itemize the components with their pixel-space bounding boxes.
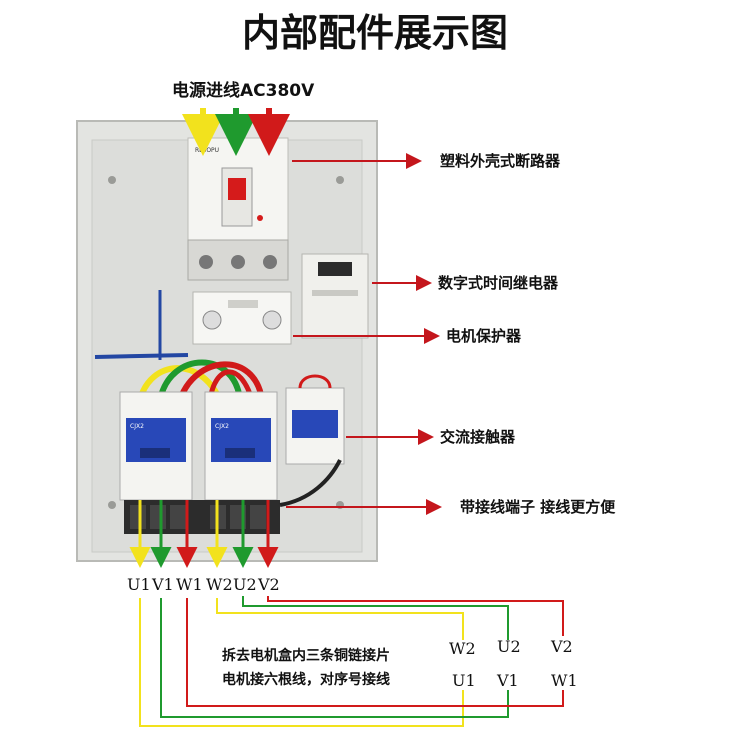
- terminal-label: V2: [257, 575, 280, 594]
- terminal-label: U2: [233, 575, 257, 594]
- cabinet: RLSOPU: [76, 120, 378, 562]
- motor-terminal-label: V2: [550, 637, 573, 656]
- terminal-label: W1: [176, 575, 203, 594]
- callout-breaker: 塑料外壳式断路器: [292, 152, 561, 170]
- callout-terminal: 带接线端子 接线更方便: [286, 498, 616, 516]
- power-input-label: 电源进线AC380V: [172, 80, 315, 101]
- terminal-label: U1: [127, 575, 151, 594]
- note-line-1: 拆去电机盒内三条铜链接片: [222, 647, 390, 664]
- terminal-labels: U1 V1 W1 W2 U2 V2: [127, 575, 280, 594]
- page-title: 内部配件展示图: [242, 11, 508, 55]
- motor-terminal-label: V1: [496, 671, 519, 690]
- callout-breaker-label: 塑料外壳式断路器: [440, 152, 561, 170]
- breaker-brand: RLSOPU: [195, 147, 219, 154]
- callout-protector: 电机保护器: [293, 327, 522, 345]
- contactor-2-model: CJX2: [215, 423, 229, 430]
- note-line-2: 电机接六根线，对序号接线: [222, 671, 390, 688]
- callout-timer: 数字式时间继电器: [372, 274, 559, 292]
- motor-terminal-label: U1: [452, 671, 476, 690]
- contactor-3: [285, 374, 345, 465]
- terminal-label: W2: [206, 575, 233, 594]
- power-input-arrows: [182, 108, 290, 156]
- callout-terminal-label: 带接线端子 接线更方便: [460, 498, 616, 516]
- contactor-2: CJX2: [204, 391, 278, 501]
- breaker: RLSOPU: [187, 137, 289, 281]
- terminal-label: V1: [151, 575, 174, 594]
- terminal-arrows: [129, 500, 279, 568]
- motor-terminal-label: W2: [449, 639, 476, 658]
- contactor-1: CJX2: [119, 391, 193, 501]
- motor-terminal-label: U2: [497, 637, 521, 656]
- terminal-block: [124, 459, 342, 534]
- contactor-1-model: CJX2: [130, 423, 144, 430]
- callout-protector-label: 电机保护器: [446, 327, 522, 345]
- motor-terminal-label: W1: [551, 671, 578, 690]
- callout-contactor-label: 交流接触器: [440, 428, 516, 446]
- motor-box: W2 U2 V2 U1 V1 W1: [449, 637, 578, 690]
- callout-timer-label: 数字式时间继电器: [438, 274, 559, 292]
- motor-protector: [192, 291, 292, 345]
- callout-contactor: 交流接触器: [346, 428, 516, 446]
- timer-relay: [301, 253, 369, 339]
- connection-lines: [139, 596, 564, 727]
